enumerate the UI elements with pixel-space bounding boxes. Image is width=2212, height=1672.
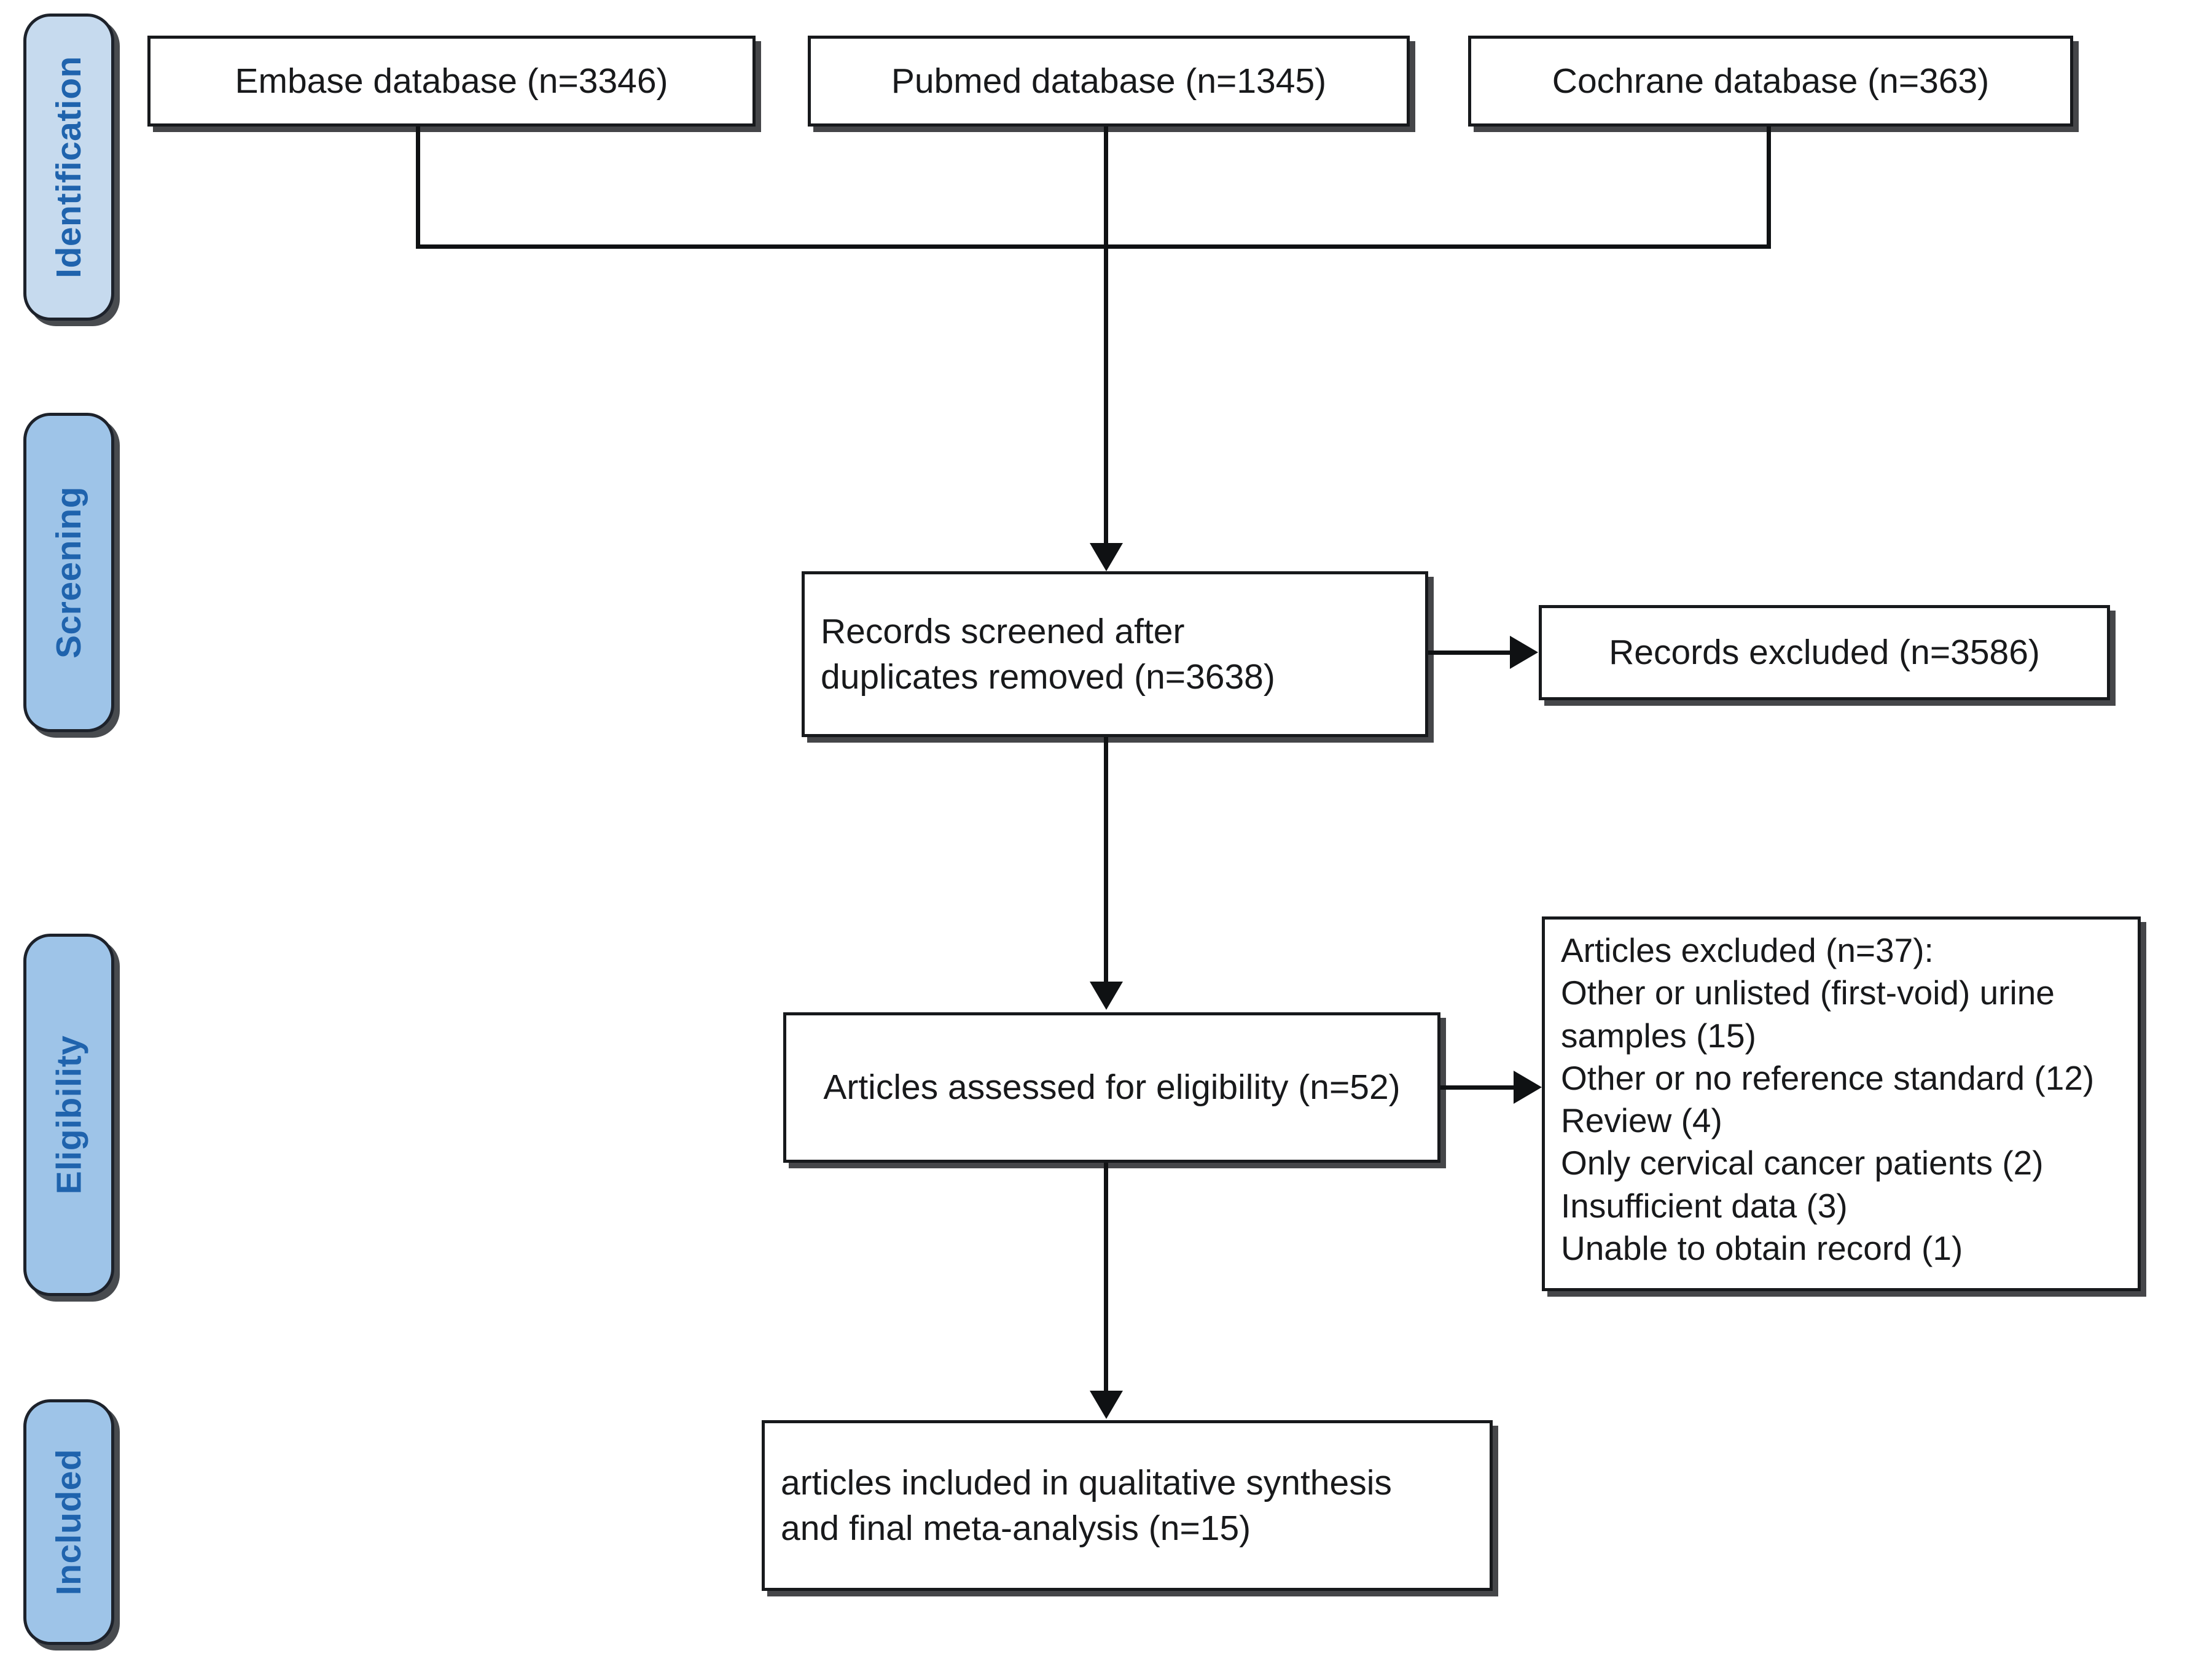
connector-cochrane-stub <box>1767 127 1771 247</box>
source-box-pubmed: Pubmed database (n=1345) <box>808 36 1410 127</box>
source-box-cochrane-label: Cochrane database (n=363) <box>1552 61 1990 101</box>
articles-excluded-reason-2: Review (4) <box>1561 1101 1722 1140</box>
articles-included-line-1: articles included in qualitative synthes… <box>781 1463 1392 1502</box>
connector-articles-excluded <box>1440 1085 1517 1090</box>
connector-embase-stub <box>416 127 420 247</box>
connector-pubmed-stub <box>1104 127 1108 247</box>
stage-tab-screening: Screening <box>23 413 114 732</box>
stage-tab-included-label: Included <box>49 1448 89 1596</box>
connector-records-excluded <box>1428 650 1514 655</box>
connector-merge-bar <box>416 244 1771 249</box>
source-box-embase: Embase database (n=3346) <box>147 36 756 127</box>
connector-to-included <box>1104 1163 1108 1393</box>
articles-excluded-heading: Articles excluded (n=37): <box>1561 931 1934 969</box>
articles-assessed-label: Articles assessed for eligibility (n=52) <box>823 1068 1401 1108</box>
stage-tab-screening-label: Screening <box>49 486 88 659</box>
articles-excluded-box: Articles excluded (n=37): Other or unlis… <box>1542 916 2141 1291</box>
articles-excluded-reason-1: Other or no reference standard (12) <box>1561 1058 2095 1097</box>
arrow-right-icon-articles-excluded <box>1514 1071 1542 1104</box>
arrow-down-icon-to-eligibility <box>1090 982 1123 1010</box>
articles-excluded-reason-3: Only cervical cancer patients (2) <box>1561 1144 2044 1182</box>
records-screened-line-1: Records screened after <box>821 611 1185 651</box>
records-screened-text: Records screened after duplicates remove… <box>821 609 1275 700</box>
articles-excluded-list: Articles excluded (n=37): Other or unlis… <box>1561 929 2122 1270</box>
source-box-embase-label: Embase database (n=3346) <box>235 61 668 101</box>
stage-tab-eligibility-label: Eligibility <box>49 1035 89 1195</box>
articles-included-box: articles included in qualitative synthes… <box>762 1420 1493 1591</box>
stage-tab-identification-label: Identification <box>49 56 89 278</box>
records-screened-box: Records screened after duplicates remove… <box>802 571 1428 737</box>
articles-excluded-reason-0: Other or unlisted (first-void) urine sam… <box>1561 974 2055 1055</box>
records-excluded-box: Records excluded (n=3586) <box>1539 605 2110 700</box>
articles-assessed-box: Articles assessed for eligibility (n=52) <box>783 1012 1440 1163</box>
connector-to-screened <box>1104 244 1108 545</box>
articles-excluded-reason-4: Insufficient data (3) <box>1561 1186 1848 1225</box>
source-box-cochrane: Cochrane database (n=363) <box>1468 36 2073 127</box>
connector-to-eligibility <box>1104 737 1108 983</box>
articles-excluded-reason-5: Unable to obtain record (1) <box>1561 1229 1963 1268</box>
arrow-down-icon-to-screened <box>1090 543 1123 571</box>
stage-tab-identification: Identification <box>23 14 114 321</box>
records-screened-line-2: duplicates removed (n=3638) <box>821 657 1275 697</box>
source-box-pubmed-label: Pubmed database (n=1345) <box>891 61 1327 101</box>
arrow-right-icon-records-excluded <box>1510 636 1538 669</box>
stage-tab-eligibility: Eligibility <box>23 934 114 1296</box>
articles-included-line-2: and final meta-analysis (n=15) <box>781 1509 1251 1548</box>
records-excluded-label: Records excluded (n=3586) <box>1609 633 2040 673</box>
articles-included-text: articles included in qualitative synthes… <box>781 1460 1392 1551</box>
arrow-down-icon-to-included <box>1090 1391 1123 1419</box>
stage-tab-included: Included <box>23 1399 114 1645</box>
